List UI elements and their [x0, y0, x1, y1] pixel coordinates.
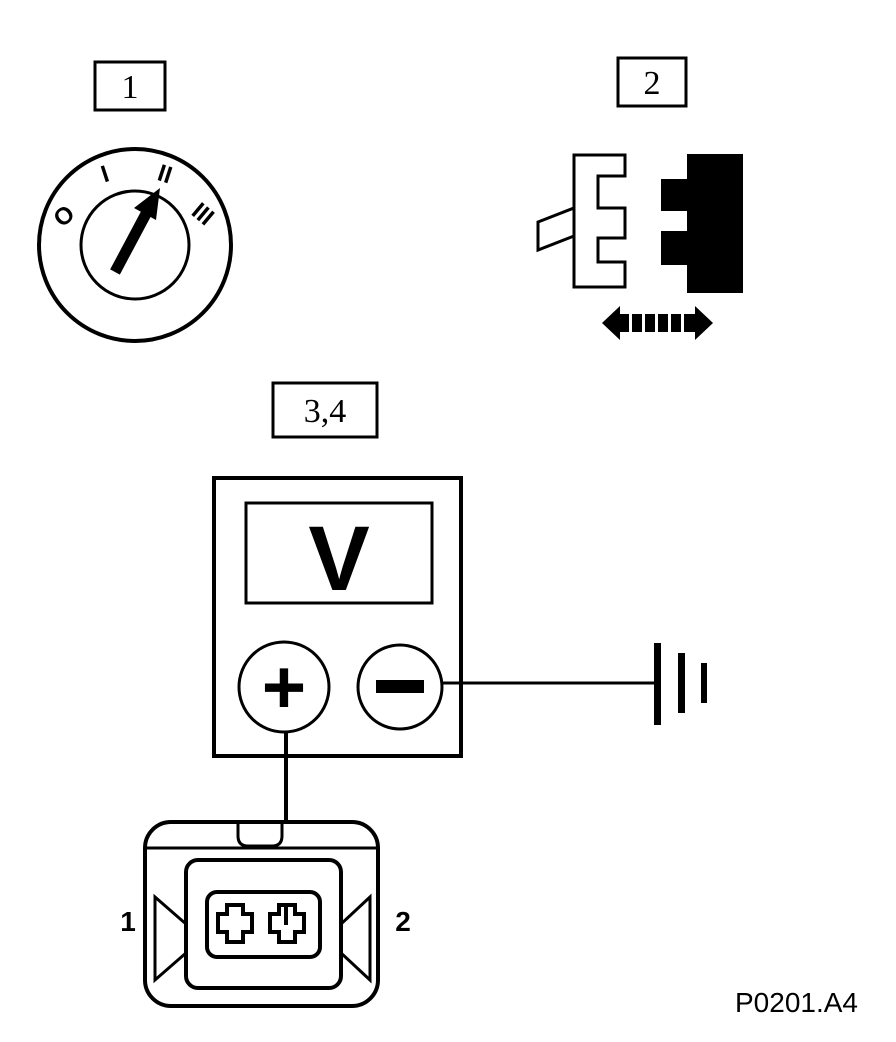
voltmeter-display [244, 501, 434, 605]
connector-latch-icon [536, 205, 576, 253]
double-arrow-icon [602, 306, 713, 340]
step-2-box: 2 [616, 56, 688, 108]
connector-disconnect-illustration [536, 153, 743, 340]
negative-terminal-label-icon [376, 680, 424, 693]
connector-socket-half-icon [661, 154, 743, 293]
connector-pin-left-label: 1 [120, 906, 136, 937]
step-34-box: 3,4 [271, 381, 379, 439]
voltmeter: V + − [212, 476, 463, 758]
harness-connector [143, 820, 380, 1008]
ignition-key-pointer-icon [110, 188, 160, 275]
ground-icon [654, 643, 707, 725]
step-2-label: 2 [644, 65, 661, 102]
connector-plug-half-icon [572, 153, 627, 289]
ignition-switch: O I II III [37, 147, 233, 343]
step-1-box: 1 [93, 60, 167, 112]
connector-pin-right-label: 2 [395, 906, 411, 937]
step-34-label: 3,4 [304, 393, 347, 430]
voltmeter-display-symbol: V [308, 508, 369, 610]
figure-code: P0201.A4 [735, 987, 858, 1018]
step-1-label: 1 [122, 69, 139, 106]
positive-terminal-label: + [262, 645, 306, 730]
connector-pin-1-icon [216, 903, 254, 944]
